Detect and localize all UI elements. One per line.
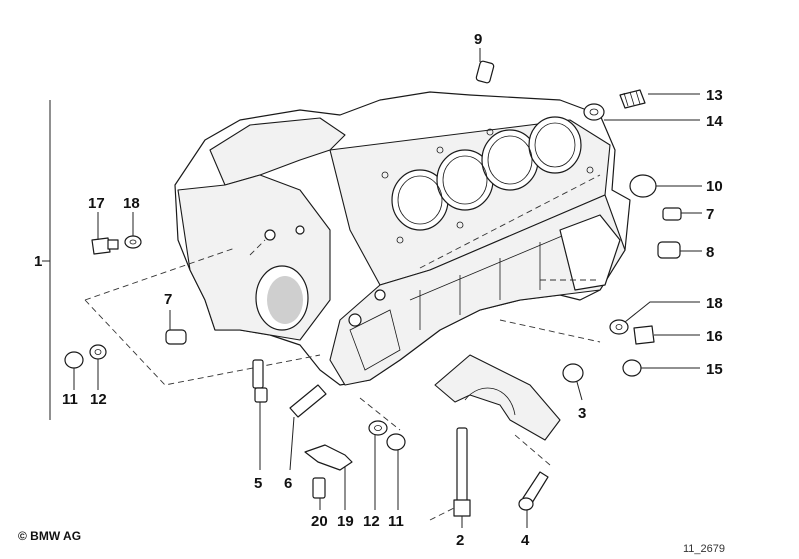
callout-7-right: 7: [706, 206, 714, 223]
callout-17: 17: [88, 195, 105, 212]
assembly-frame-right: [359, 174, 601, 521]
callout-13: 13: [706, 87, 723, 104]
callout-14: 14: [706, 113, 723, 130]
callout-12-bottom: 12: [363, 513, 380, 530]
callout-2: 2: [456, 532, 464, 549]
callout-7-left: 7: [164, 291, 172, 308]
assembly-frame-left: [84, 239, 321, 386]
callout-15: 15: [706, 361, 723, 378]
callout-4: 4: [521, 532, 530, 549]
callout-11-left: 11: [62, 391, 78, 408]
copyright-notice: © BMW AG: [18, 529, 81, 543]
callout-numbers: 1 2 3 4 5 6 7 7 8 9 10 11 11 12 12 13 14…: [34, 31, 723, 549]
callout-16: 16: [706, 328, 723, 345]
callout-1: 1: [34, 253, 42, 270]
callout-18-right: 18: [706, 295, 723, 312]
callout-19: 19: [337, 513, 354, 530]
callout-9: 9: [474, 31, 482, 48]
callout-10: 10: [706, 178, 723, 195]
engine-block-drawing: [174, 91, 631, 386]
leader-lines: [42, 48, 702, 528]
callout-5: 5: [254, 475, 262, 492]
callout-11-bottom: 11: [388, 513, 404, 530]
callout-3: 3: [578, 405, 586, 422]
parts: [64, 60, 682, 517]
callout-12-left: 12: [90, 391, 107, 408]
callout-18-left: 18: [123, 195, 140, 212]
diagram-reference-number: 11_2679: [683, 543, 725, 555]
callout-8: 8: [706, 244, 714, 261]
callout-20: 20: [311, 513, 328, 530]
callout-6: 6: [284, 475, 292, 492]
